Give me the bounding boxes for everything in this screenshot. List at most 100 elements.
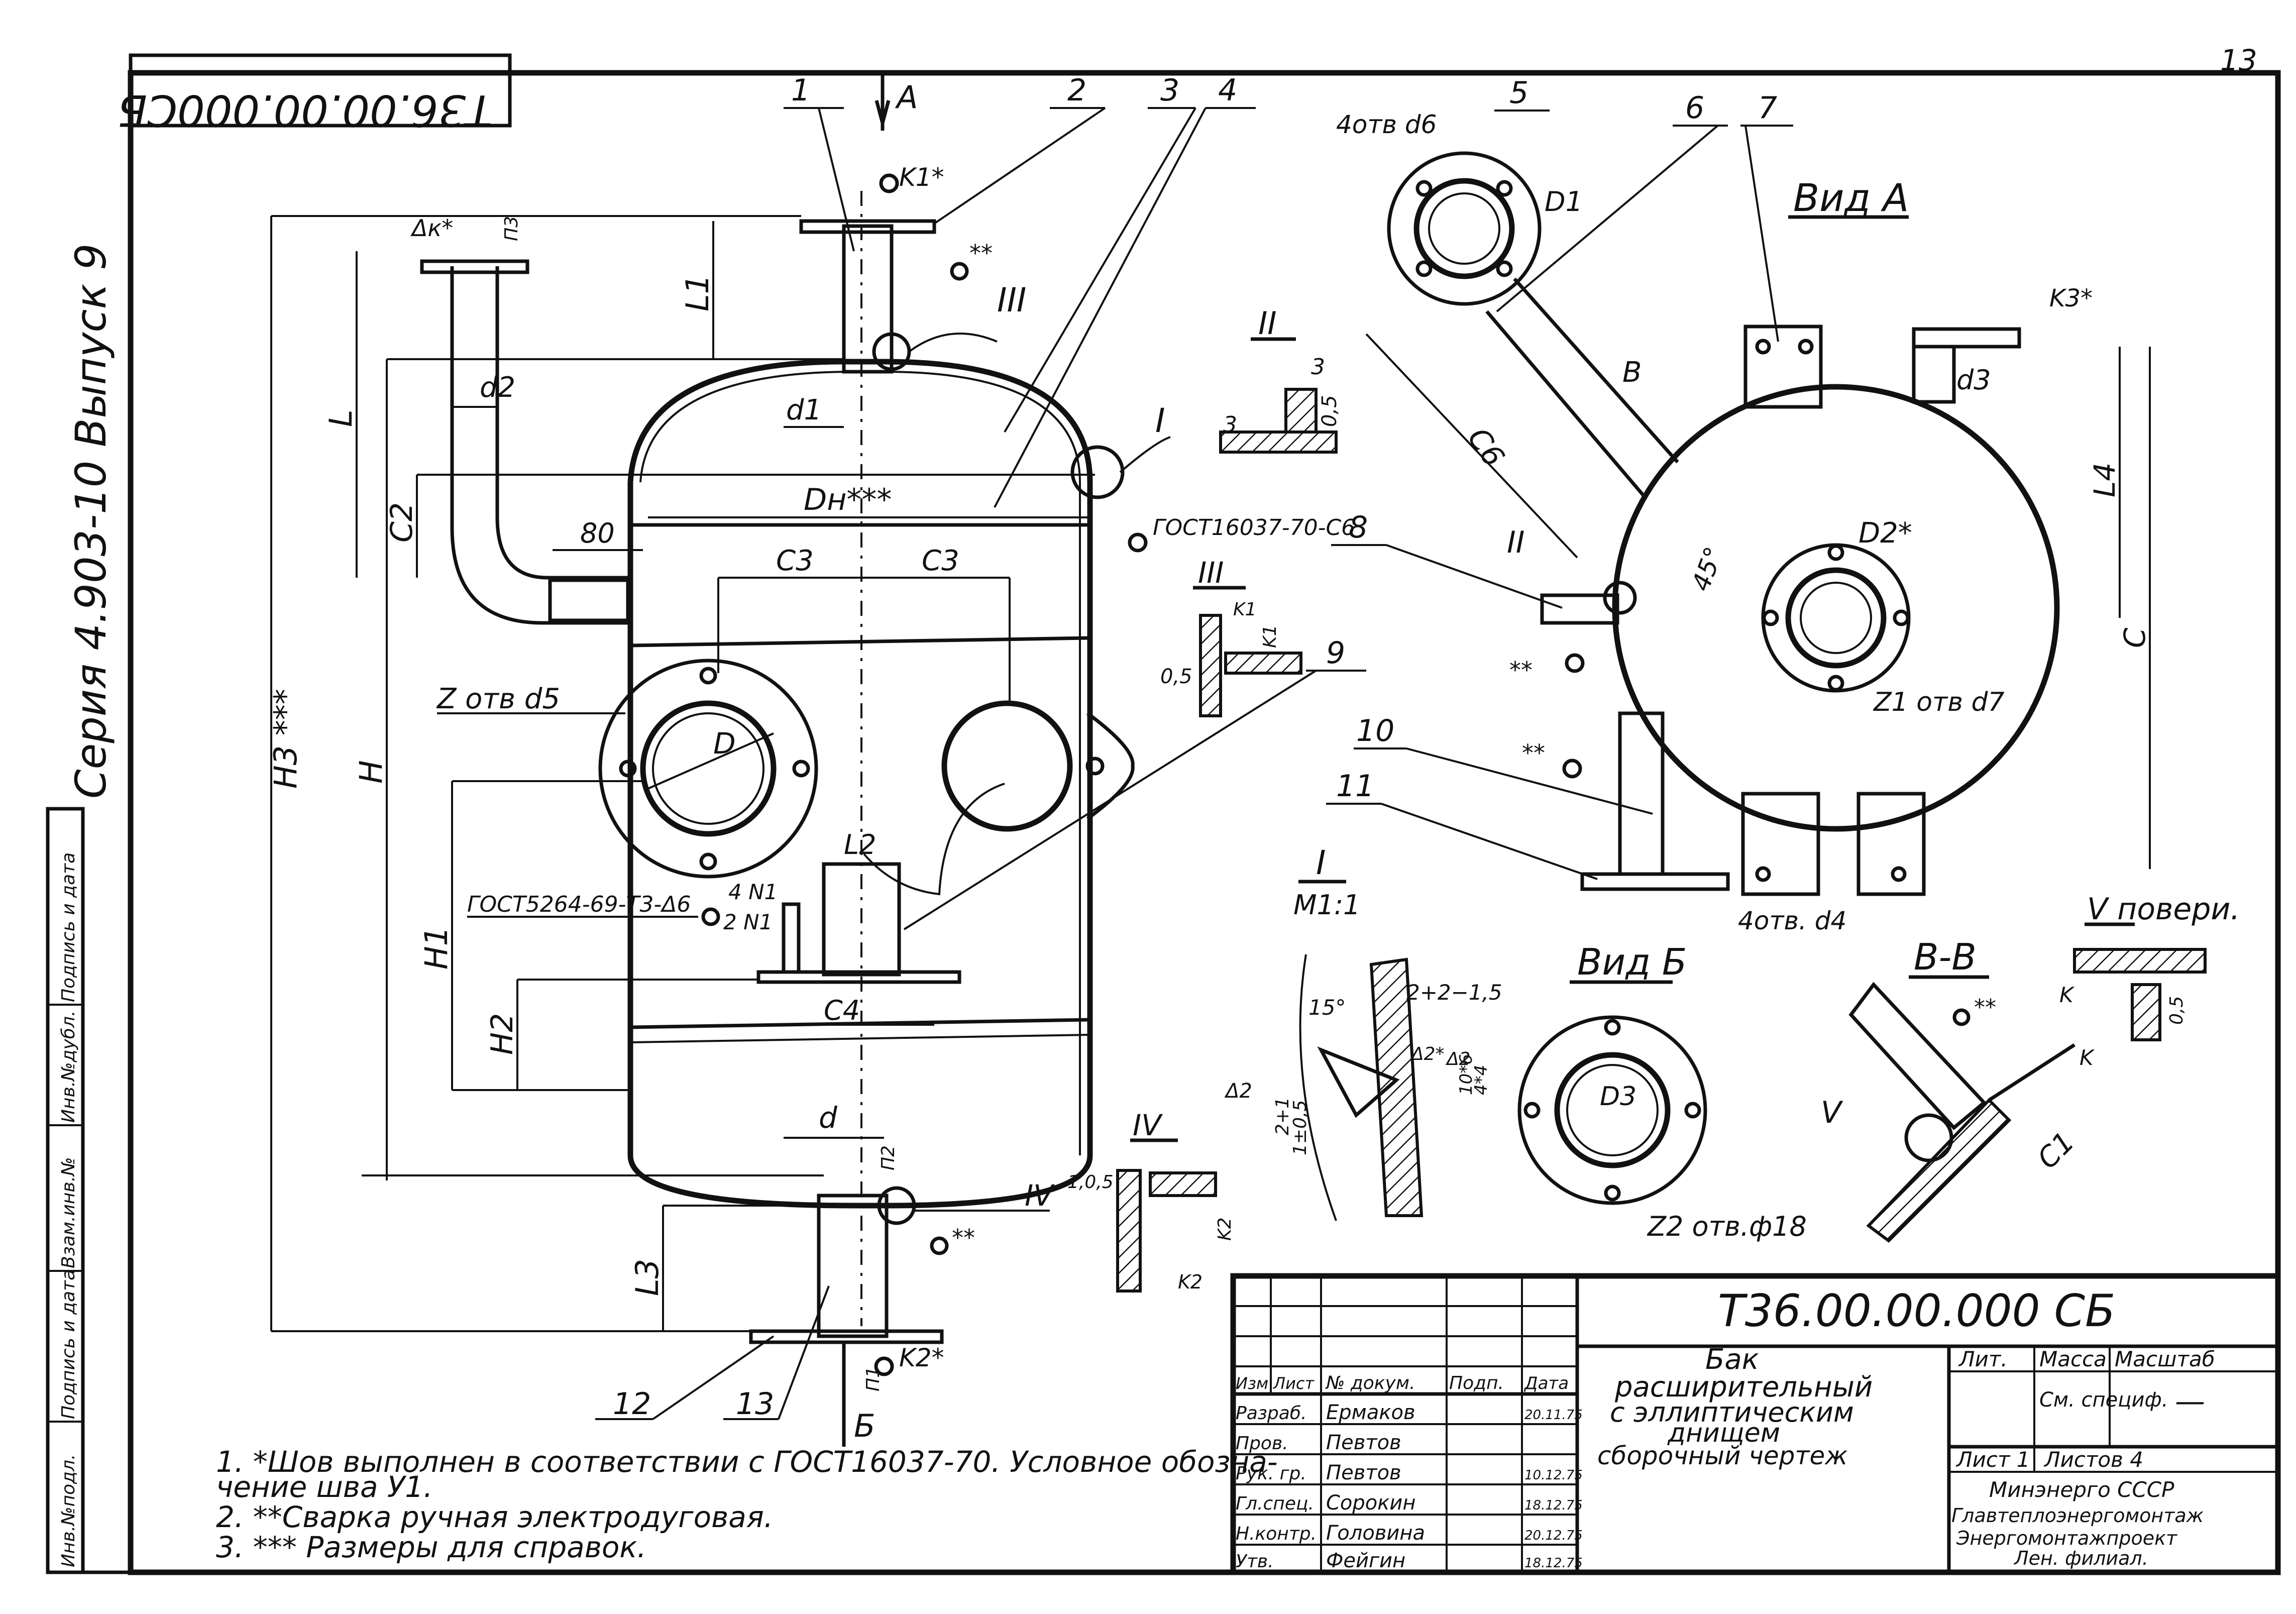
view-letter-a: А bbox=[895, 79, 918, 116]
weld-star-top-label: ** bbox=[969, 240, 993, 267]
sheet-number: 13 bbox=[2220, 43, 2257, 77]
note-1: 1. *Шов выполнен в соответствии с ГОСТ16… bbox=[216, 1445, 1278, 1479]
detail-III: III K1 K1 0,5 bbox=[1160, 556, 1302, 717]
detail-I-wall bbox=[1369, 957, 1424, 1217]
detail-I-d5: Δ2 bbox=[1224, 1080, 1252, 1103]
va-holes-label: 4отв d6 bbox=[1336, 110, 1437, 139]
drawing-frame bbox=[128, 70, 2281, 1575]
detail-V-plate bbox=[2073, 948, 2207, 974]
tb-sheet: Лист 1 bbox=[1955, 1447, 2030, 1472]
tb-name-4: Сорокин bbox=[1326, 1491, 1416, 1515]
weld-mark-k2 bbox=[874, 1356, 894, 1376]
tb-role-4: Гл.спец. bbox=[1236, 1493, 1314, 1514]
tb-header-sign: Подп. bbox=[1449, 1373, 1504, 1393]
va-section-II-circle bbox=[1603, 581, 1637, 615]
gost-c6-circle bbox=[1128, 532, 1148, 553]
dim-l2-label: L2 bbox=[844, 829, 876, 860]
dim-80-label: 80 bbox=[580, 517, 615, 549]
detail-IV-dim-3: K2 bbox=[1178, 1271, 1202, 1293]
detail-V-title: V повери. bbox=[2087, 892, 2240, 927]
manhole-bolt-4 bbox=[792, 760, 810, 778]
section-bb-c1: C1 bbox=[2031, 1126, 2081, 1175]
tb-product-2: расширительный bbox=[1614, 1371, 1873, 1404]
view-b-d3: D3 bbox=[1600, 1082, 1636, 1112]
side-pipe-outer bbox=[450, 266, 633, 625]
section-IV-circle bbox=[877, 1186, 916, 1225]
notes: 1. *Шов выполнен в соответствии с ГОСТ16… bbox=[216, 1445, 1278, 1564]
side-stamp-3: Взам.инв.№ bbox=[58, 1157, 79, 1268]
tb-code: Т36.00.00.000 СБ bbox=[1718, 1285, 2115, 1337]
weld-star-top bbox=[950, 262, 969, 281]
stamp-box bbox=[129, 53, 512, 128]
section-IV-mark: IV bbox=[1025, 1178, 1055, 1213]
detail-III-dim-1: K1 bbox=[1233, 599, 1257, 620]
detail-I-d9: 4*4 bbox=[1471, 1065, 1491, 1095]
tb-role-6: Утв. bbox=[1236, 1551, 1274, 1572]
inner-pipe-rib bbox=[782, 902, 801, 974]
side-pipe-flange bbox=[420, 259, 529, 274]
manhole-bolt-1 bbox=[699, 667, 717, 685]
n3-label: П3 bbox=[501, 216, 522, 241]
detail-IV-title: IV bbox=[1133, 1108, 1163, 1142]
section-bb-shell-edge bbox=[1988, 1043, 2075, 1102]
va-vessel bbox=[1612, 384, 2060, 832]
detail-II-title: II bbox=[1258, 305, 1277, 342]
callout-6-leader bbox=[1496, 125, 1719, 312]
va-base bbox=[1580, 872, 1730, 891]
va-weld-1 bbox=[1565, 653, 1585, 673]
va-weld-2-label: ** bbox=[1522, 739, 1545, 767]
title-block: Т36.00.00.000 СБ Изм Лист № докум. Подп.… bbox=[1230, 1273, 2281, 1575]
tb-role-5: Н.контр. bbox=[1236, 1524, 1317, 1544]
side-pipe-inner bbox=[495, 266, 633, 580]
va-dim-c6 bbox=[1365, 333, 1578, 559]
va-support-top-bolt-1 bbox=[1755, 339, 1771, 355]
va-c-label: C bbox=[2118, 627, 2152, 648]
side-stamp-4: Инв.№дубл. bbox=[58, 1011, 79, 1123]
callout-6: 6 bbox=[1685, 90, 1704, 126]
tb-mass-value: См. специф. bbox=[2039, 1388, 2168, 1412]
dim-l3-label: L3 bbox=[629, 1259, 666, 1296]
va-diagonal-pipe bbox=[1485, 277, 1679, 499]
tb-date-1: 20.11.75 bbox=[1524, 1408, 1583, 1423]
detail-I-d6: Δ2 bbox=[1445, 1049, 1471, 1069]
va-d3-label: d3 bbox=[1956, 364, 1991, 396]
va-section-II-mark: II bbox=[1507, 525, 1524, 560]
tb-org-2: Главтеплоэнергомонтаж bbox=[1951, 1504, 2204, 1527]
note-3: 3. *** Размеры для справок. bbox=[216, 1530, 646, 1564]
view-letter-b: Б bbox=[854, 1408, 876, 1444]
detail-V-dim-1: K bbox=[2059, 983, 2075, 1007]
callout-13: 13 bbox=[736, 1386, 774, 1422]
callout-5: 5 bbox=[1509, 75, 1528, 111]
va-d1-label: D1 bbox=[1545, 186, 1583, 218]
section-bb-title: В-В bbox=[1914, 936, 1977, 978]
dim-c2-label: C2 bbox=[384, 502, 419, 543]
tb-date-3: 10.12.75 bbox=[1524, 1468, 1583, 1483]
weld-star-bottom bbox=[930, 1236, 949, 1255]
view-b-title: Вид Б bbox=[1577, 941, 1687, 983]
va-leg-right bbox=[1741, 792, 1820, 896]
weld-k-label: Δк* bbox=[410, 214, 453, 242]
va-z1-label: Z1 отв d7 bbox=[1873, 687, 2005, 717]
manhole-bolt-2 bbox=[699, 852, 717, 871]
tb-org-1: Минэнерго СССР bbox=[1989, 1477, 2174, 1502]
detail-IV-dim-2: K2 bbox=[1215, 1217, 1235, 1241]
section-I-mark: I bbox=[1155, 401, 1165, 440]
tb-scale-value: — bbox=[2175, 1384, 2205, 1419]
va-weld-2 bbox=[1562, 759, 1582, 779]
weld-k2-label: K2* bbox=[899, 1343, 944, 1372]
section-III-leader bbox=[908, 333, 998, 353]
manhole-diameter-line bbox=[647, 732, 774, 790]
n1-label: П1 bbox=[863, 1366, 884, 1391]
detail-III-plate bbox=[1224, 652, 1302, 675]
view-b: Вид Б D3 Z2 отв.ф18 bbox=[1517, 941, 1807, 1242]
manhole-d-label: D bbox=[713, 726, 736, 761]
n4-label: 4 N1 bbox=[728, 880, 778, 904]
tb-role-1: Разраб. bbox=[1236, 1403, 1306, 1424]
hatch-lug bbox=[1086, 712, 1135, 820]
callout-10: 10 bbox=[1356, 713, 1394, 748]
view-b-bore-inner bbox=[1566, 1064, 1659, 1156]
dim-d1-label: d1 bbox=[786, 394, 822, 426]
tb-lit: Лит. bbox=[1958, 1347, 2008, 1371]
dim-c3a-label: C3 bbox=[776, 545, 814, 577]
view-b-bolt-3 bbox=[1523, 1102, 1541, 1119]
